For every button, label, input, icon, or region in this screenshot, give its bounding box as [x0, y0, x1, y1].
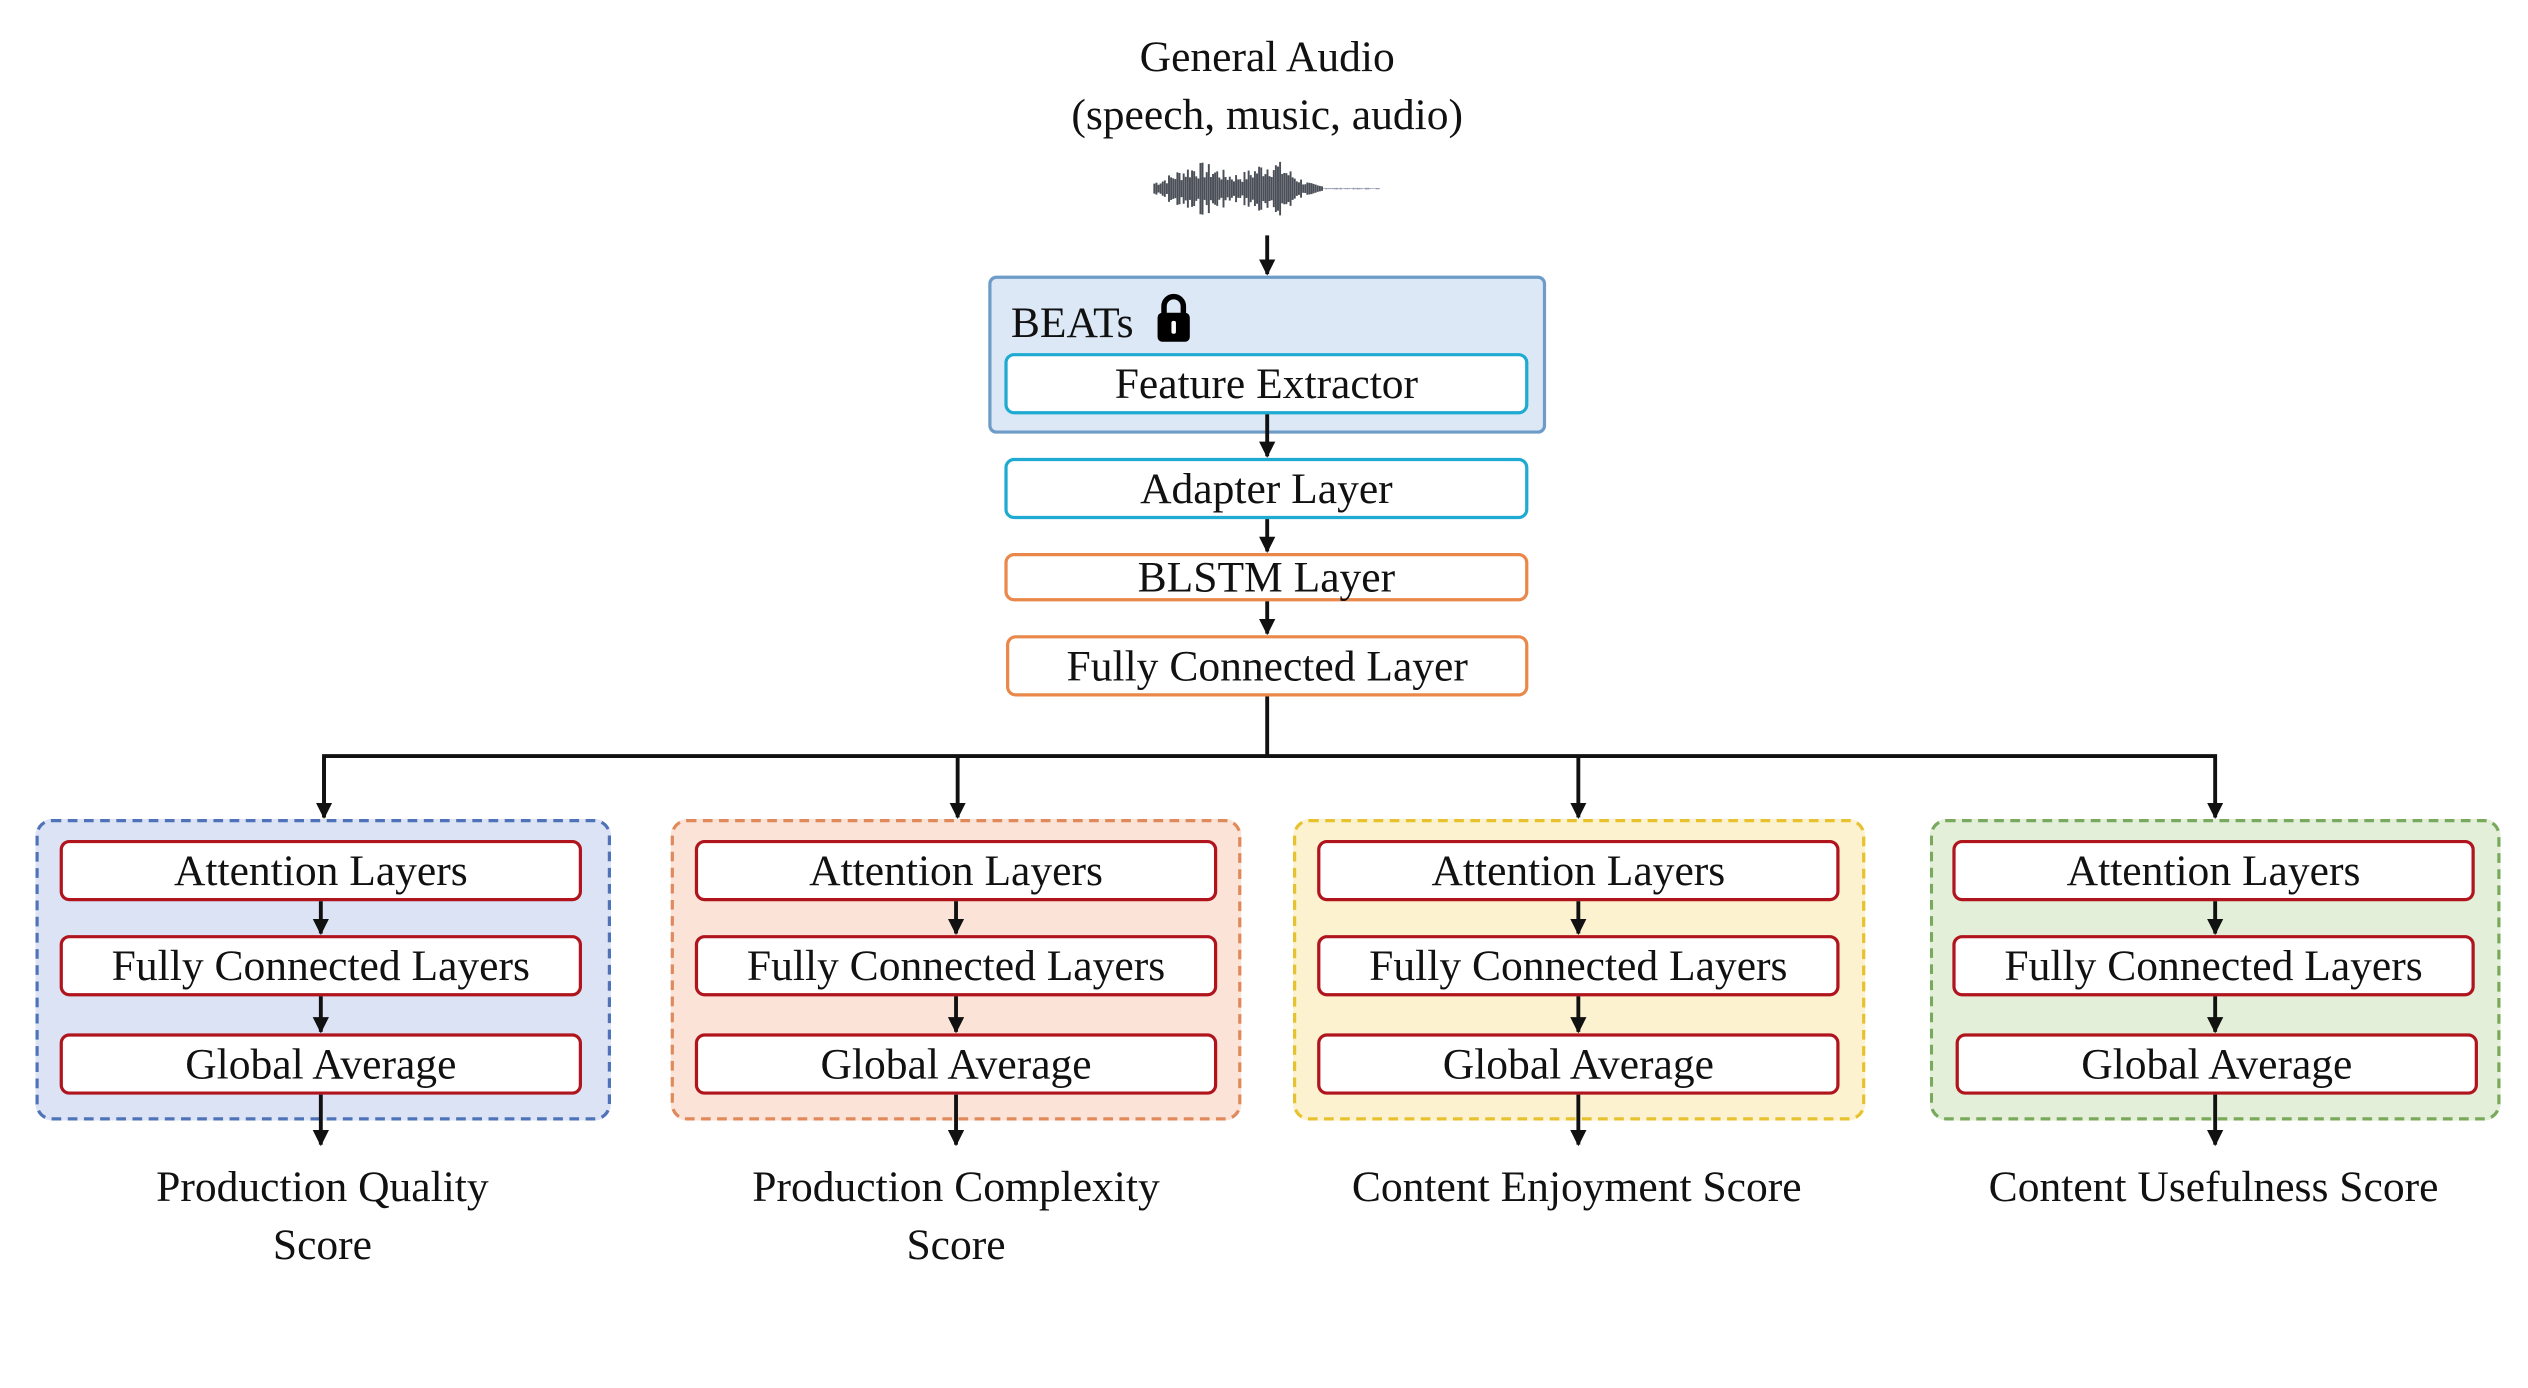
- encoder-name: BEATs: [1010, 298, 1134, 347]
- fully-connected-layers-box: Fully Connected Layers: [1952, 935, 2475, 997]
- production-quality-score: Production Quality Score: [156, 1162, 489, 1269]
- attention-layers-box: Attention Layers: [59, 839, 583, 902]
- fc-layer-box: Fully Connected Layer: [1006, 635, 1529, 697]
- content-usefulness-score: Content Usefulness Score: [1988, 1162, 2439, 1211]
- global-average-box: Global Average: [694, 1033, 1218, 1095]
- production-complexity-score: Production Complexity Score: [752, 1162, 1160, 1269]
- fully-connected-layers-box: Fully Connected Layers: [694, 935, 1218, 997]
- lock-icon: [1157, 293, 1190, 342]
- blstm-layer-box: BLSTM Layer: [1004, 552, 1529, 602]
- global-average-box: Global Average: [1317, 1033, 1840, 1095]
- global-average-box: Global Average: [59, 1033, 583, 1095]
- fully-connected-layers-box: Fully Connected Layers: [1317, 935, 1840, 997]
- attention-layers-box: Attention Layers: [694, 839, 1218, 902]
- input-title: General Audio: [1139, 32, 1395, 81]
- adapter-layer-box: Adapter Layer: [1004, 457, 1529, 520]
- input-subtitle: (speech, music, audio): [1071, 90, 1463, 139]
- fully-connected-layers-box: Fully Connected Layers: [59, 935, 583, 997]
- feature-extractor-box: Feature Extractor: [1004, 353, 1529, 415]
- attention-layers-box: Attention Layers: [1952, 839, 2475, 902]
- content-enjoyment-score: Content Enjoyment Score: [1351, 1162, 1802, 1211]
- global-average-box: Global Average: [1955, 1033, 2478, 1095]
- attention-layers-box: Attention Layers: [1317, 839, 1840, 902]
